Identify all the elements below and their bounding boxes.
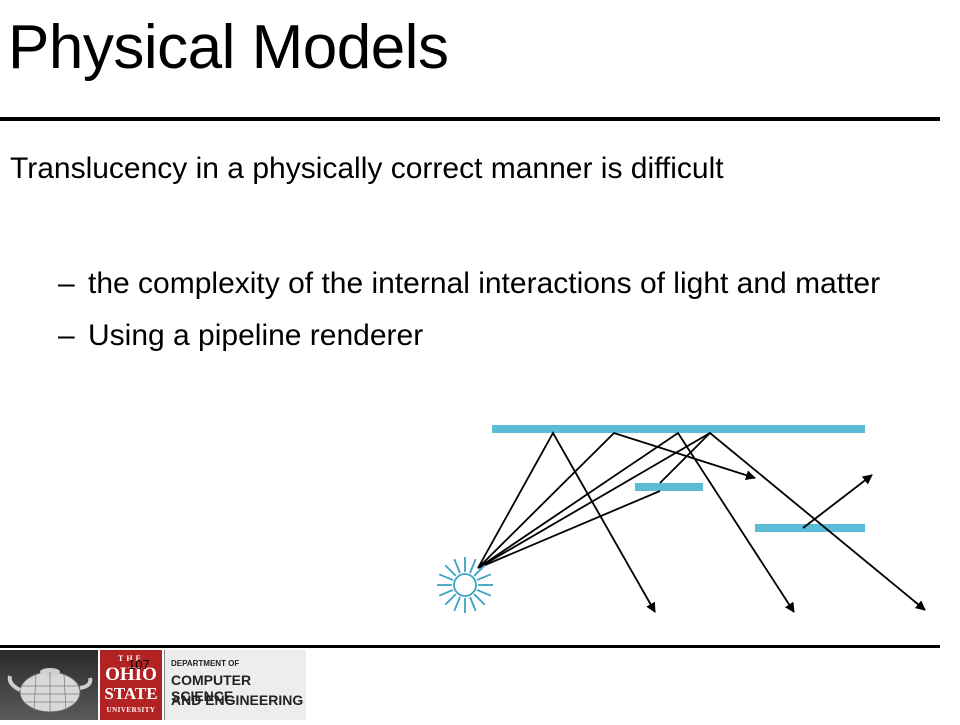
dept-line-1: DEPARTMENT OF: [171, 659, 240, 668]
dept-line-2: COMPUTER SCIENCE: [171, 672, 252, 704]
light-spoke: [476, 589, 492, 597]
light-spoke: [453, 558, 461, 574]
light-spoke: [444, 564, 457, 577]
light-spoke: [438, 573, 454, 581]
dept-line-3: AND ENGINEERING: [171, 692, 304, 708]
bullet-item: – the complexity of the internal interac…: [58, 265, 898, 303]
light-spoke: [444, 593, 457, 606]
osu-university-text: UNIVERSITY: [106, 706, 156, 714]
title-divider: [0, 117, 940, 121]
bullet-item: – Using a pipeline renderer: [58, 317, 898, 355]
slide-title: Physical Models: [8, 13, 449, 82]
ray-2: [477, 431, 756, 569]
ray-5-branch: [659, 432, 711, 484]
teapot-logo-icon: [0, 650, 98, 720]
middle-surface: [635, 483, 703, 491]
bullet-text: the complexity of the internal interacti…: [88, 267, 881, 300]
top-surface: [492, 425, 865, 433]
light-spoke: [469, 558, 477, 574]
light-spoke: [476, 573, 492, 581]
ray-3: [477, 431, 795, 613]
light-source-icon: [437, 557, 493, 613]
light-spoke: [473, 593, 486, 606]
bullet-dash: –: [58, 267, 75, 300]
osu-state-text: STATE: [104, 684, 158, 703]
department-name: DEPARTMENT OF COMPUTER SCIENCE AND ENGIN…: [164, 650, 306, 720]
ray-5: [477, 490, 661, 569]
light-spoke: [473, 564, 486, 577]
osu-logo: THE OHIO STATE UNIVERSITY: [100, 650, 162, 720]
footer-branding: THE OHIO STATE UNIVERSITY 107 DEPARTMENT…: [0, 650, 306, 720]
osu-ohio-text: OHIO: [105, 664, 157, 685]
bullet-dash: –: [58, 319, 75, 352]
light-spoke: [469, 596, 477, 612]
bullet-list: – the complexity of the internal interac…: [58, 265, 898, 369]
right-surface: [755, 524, 865, 532]
light-rays: [477, 431, 926, 613]
ray-6: [802, 474, 873, 529]
ray-1: [477, 431, 656, 613]
ray-4: [477, 431, 926, 611]
page-number: 107: [128, 657, 150, 672]
light-spoke: [453, 596, 461, 612]
body-text: Translucency in a physically correct man…: [10, 152, 724, 185]
footer-divider: [0, 645, 940, 648]
osu-top-text: THE: [118, 654, 144, 663]
light-spoke: [438, 589, 454, 597]
bullet-text: Using a pipeline renderer: [88, 319, 424, 352]
